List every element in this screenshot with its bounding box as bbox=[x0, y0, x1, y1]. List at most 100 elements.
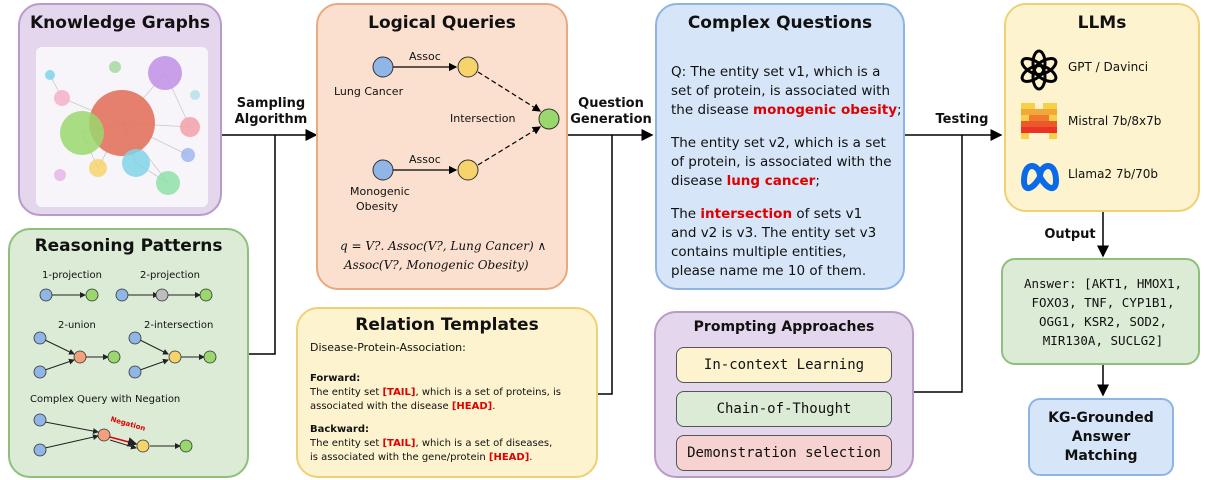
relation-templates-title: Relation Templates bbox=[355, 315, 539, 335]
forward-label: Forward: bbox=[310, 373, 361, 384]
q3-text-post: of sets v1 bbox=[792, 206, 863, 222]
openai-icon bbox=[1020, 49, 1058, 91]
kg-matching-line-1: KG-Grounded bbox=[1048, 410, 1154, 426]
q1-semicolon: ; bbox=[897, 102, 902, 118]
backward-head: [HEAD] bbox=[488, 452, 530, 463]
complex-questions-title: Complex Questions bbox=[687, 13, 873, 33]
logical-query-graph bbox=[372, 56, 560, 181]
reasoning-patterns-panel: Reasoning Patterns 1-projection 2-projec… bbox=[8, 228, 249, 478]
sampling-label-line-1: Sampling bbox=[236, 96, 306, 111]
reasoning-pattern-graphs bbox=[33, 288, 217, 457]
answer-panel: Answer: [AKT1, HMOX1, FOXO3, TNF, CYP1B1… bbox=[1001, 258, 1200, 365]
question-generation-label: Question Generation bbox=[568, 96, 654, 128]
llm-logos bbox=[1020, 49, 1059, 191]
llm-gpt-label: GPT / Davinci bbox=[1068, 60, 1149, 74]
in-context-learning-item: In-context Learning bbox=[676, 347, 892, 383]
q3-line-a: The intersection of sets v1 bbox=[671, 205, 903, 224]
q3-line-c: contains multiple entities, bbox=[671, 244, 847, 260]
backward-line-2: is associated with the gene/protein [HEA… bbox=[310, 451, 532, 464]
q2-text-c: disease bbox=[671, 173, 727, 189]
sampling-label-line-2: Algorithm bbox=[234, 112, 308, 127]
q2-semicolon: ; bbox=[815, 173, 820, 189]
backward-tail: [TAIL] bbox=[382, 438, 416, 449]
forward-line-2: associated with the disease [HEAD]. bbox=[310, 400, 495, 413]
edge-templates-to-merge bbox=[598, 135, 613, 395]
forward-period: . bbox=[492, 401, 496, 412]
backward-period: . bbox=[529, 452, 533, 463]
logical-queries-title: Logical Queries bbox=[368, 13, 516, 33]
llms-panel: LLMs GPT / Davinci Mistral 7b/8x7b Llama… bbox=[1004, 3, 1200, 212]
answer-line-4: MIR130A, SUCLG2] bbox=[1042, 333, 1164, 348]
pattern-negation-label: Complex Query with Negation bbox=[30, 394, 181, 405]
kg-matching-line-3: Matching bbox=[1064, 448, 1138, 464]
forward-line-1: The entity set [TAIL], which is a set of… bbox=[310, 386, 561, 399]
q2-line-c: disease lung cancer; bbox=[671, 172, 903, 191]
kg-matching-panel: KG-Grounded Answer Matching bbox=[1028, 398, 1174, 476]
q1-highlight: monogenic obesity bbox=[753, 102, 898, 118]
backward-label: Backward: bbox=[310, 424, 370, 435]
backward-text-b: , which is a set of diseases, bbox=[415, 438, 553, 449]
intersection-label: Intersection bbox=[450, 112, 516, 125]
pattern-2-projection-label: 2-projection bbox=[140, 270, 200, 281]
question-text: Q: The entity set v1, which is a set of … bbox=[671, 63, 903, 281]
reasoning-patterns-title: Reasoning Patterns bbox=[34, 236, 223, 256]
knowledge-graph-illustration bbox=[36, 47, 208, 207]
question-label-line-1: Question bbox=[578, 96, 644, 111]
llm-mistral-label: Mistral 7b/8x7b bbox=[1068, 114, 1162, 128]
q3-text-pre: The bbox=[671, 206, 701, 222]
q3-line-b: and v2 is v3. The entity set v3 bbox=[671, 225, 877, 241]
relation-name: Disease-Protein-Association: bbox=[310, 341, 466, 354]
monogenic-label: Monogenic bbox=[350, 185, 410, 198]
prompting-approaches-title: Prompting Approaches bbox=[693, 319, 875, 335]
backward-text-a: The entity set bbox=[310, 438, 383, 449]
chain-of-thought-item: Chain-of-Thought bbox=[676, 391, 892, 427]
mistral-icon bbox=[1021, 103, 1057, 139]
question-label-line-2: Generation bbox=[570, 112, 652, 127]
obesity-label: Obesity bbox=[356, 200, 399, 213]
q2-highlight: lung cancer bbox=[726, 173, 816, 189]
q1-text-c: the disease bbox=[671, 102, 754, 118]
q1-line-a: Q: The entity set v1, which is a bbox=[671, 64, 881, 80]
lung-cancer-label: Lung Cancer bbox=[334, 85, 404, 98]
answer-line-3: OGG1, KSR2, SOD2, bbox=[1039, 314, 1167, 329]
llms-title: LLMs bbox=[1077, 13, 1127, 33]
sampling-algorithm-label: Sampling Algorithm bbox=[228, 96, 314, 128]
logical-queries-panel: Logical Queries Assoc Assoc Lung Cancer … bbox=[316, 3, 568, 290]
q2-line-a: The entity set v2, which is a set bbox=[671, 135, 886, 151]
knowledge-graphs-panel: Knowledge Graphs bbox=[18, 3, 222, 216]
logical-formula-line-2: Assoc(V?, Monogenic Obesity) bbox=[344, 258, 529, 272]
output-label: Output bbox=[1044, 227, 1096, 242]
relation-templates-panel: Relation Templates Disease-Protein-Assoc… bbox=[296, 307, 598, 478]
demonstration-selection-item: Demonstration selection bbox=[676, 435, 892, 471]
backward-text-c: is associated with the gene/protein bbox=[310, 452, 489, 463]
llm-llama-label: Llama2 7b/70b bbox=[1068, 167, 1159, 181]
pattern-2-intersection-label: 2-intersection bbox=[144, 320, 214, 331]
q3-highlight: intersection bbox=[700, 206, 793, 222]
complex-questions-panel: Complex Questions Q: The entity set v1, … bbox=[655, 3, 905, 290]
backward-line-1: The entity set [TAIL], which is a set of… bbox=[310, 437, 552, 450]
testing-label: Testing bbox=[935, 112, 989, 127]
answer-line-2: FOXO3, TNF, CYP1B1, bbox=[1031, 295, 1175, 310]
pattern-1-projection-label: 1-projection bbox=[42, 270, 102, 281]
edge-prompting-to-merge bbox=[914, 135, 963, 393]
answer-text: Answer: [AKT1, HMOX1, FOXO3, TNF, CYP1B1… bbox=[1013, 274, 1193, 350]
q2-line-b: of protein, is associated with the bbox=[671, 154, 892, 170]
forward-text-b: , which is a set of proteins, is bbox=[415, 387, 562, 398]
assoc-label-1: Assoc bbox=[409, 50, 441, 63]
q1-line-c: the disease monogenic obesity; bbox=[671, 101, 903, 120]
pattern-2-union-label: 2-union bbox=[58, 320, 96, 331]
assoc-label-2: Assoc bbox=[409, 153, 441, 166]
forward-tail: [TAIL] bbox=[382, 387, 416, 398]
answer-line-1: Answer: [AKT1, HMOX1, bbox=[1023, 276, 1183, 291]
q3-line-d: please name me 10 of them. bbox=[671, 263, 867, 279]
prompting-approaches-panel: Prompting Approaches In-context Learning… bbox=[654, 311, 914, 478]
logical-formula-line-1: q = V?. Assoc(V?, Lung Cancer) ∧ bbox=[340, 239, 547, 253]
kg-matching-line-2: Answer bbox=[1071, 429, 1131, 445]
kg-matching-text: KG-Grounded Answer Matching bbox=[1030, 409, 1172, 466]
forward-text-c: associated with the disease bbox=[310, 401, 452, 412]
edge-patterns-to-merge bbox=[249, 135, 276, 355]
meta-icon bbox=[1021, 163, 1059, 191]
forward-text-a: The entity set bbox=[310, 387, 383, 398]
knowledge-graphs-title: Knowledge Graphs bbox=[29, 13, 210, 33]
